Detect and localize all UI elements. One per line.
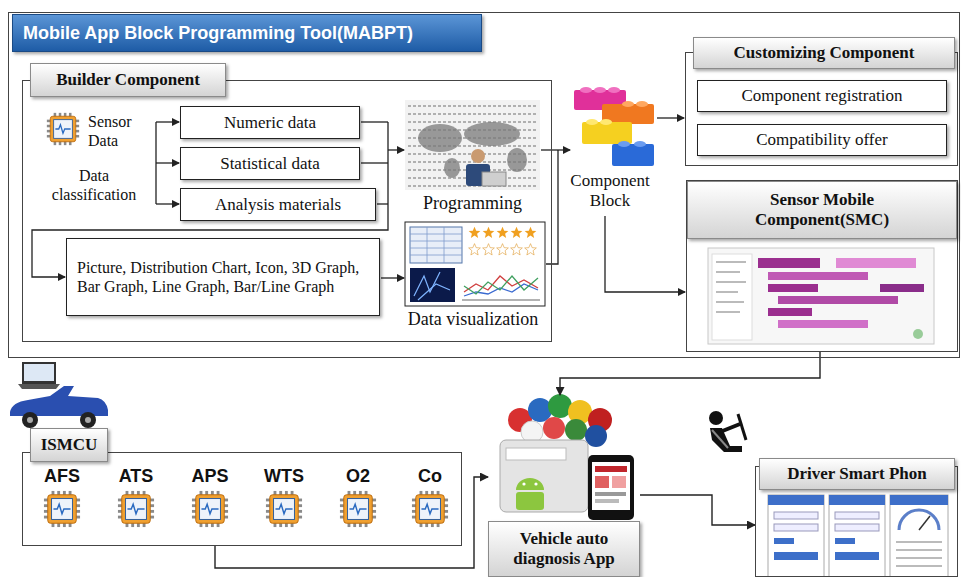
input-label: Sensor Data <box>88 112 150 150</box>
sensor-name: ATS <box>108 466 164 487</box>
customizing-frame: Customizing ComponentComponent registrat… <box>685 52 958 166</box>
flow-arrow <box>215 477 488 568</box>
smc-frame: Sensor Mobile Component(SMC) <box>686 180 958 352</box>
process-box: Component registration <box>697 80 947 112</box>
section-tab: Driver Smart Phon <box>759 458 955 490</box>
component-block-bricks <box>574 87 654 166</box>
data-box: Statistical data <box>180 147 360 180</box>
block-editor-screenshot <box>708 248 934 344</box>
programming-picture <box>405 100 540 190</box>
driver-icon <box>709 411 746 452</box>
box-text: Compatibility offer <box>756 130 887 150</box>
section-tab: Sensor Mobile Component(SMC) <box>687 181 957 239</box>
app-label-box: Vehicle auto diagnosis App <box>488 521 640 577</box>
picture-caption: Component Block <box>560 171 660 211</box>
box-text: Component registration <box>741 86 902 106</box>
chart-type-box: Picture, Distribution Chart, Icon, 3D Gr… <box>66 238 380 316</box>
box-text: Analysis materials <box>215 195 341 215</box>
data-box: Numeric data <box>180 106 360 139</box>
car-picture <box>10 362 108 428</box>
box-text: Statistical data <box>220 154 320 174</box>
phone-screens <box>768 495 948 577</box>
sensor-name: O2 <box>330 466 386 487</box>
ismcu-frame: ISMCU <box>22 452 462 546</box>
chip-icon <box>47 113 79 145</box>
app-node: Vehicle auto diagnosis App <box>488 395 640 577</box>
sensor-name: APS <box>182 466 238 487</box>
flow-arrow <box>640 495 755 525</box>
sensor-name: WTS <box>256 466 312 487</box>
android-app-picture <box>500 394 634 520</box>
tool-title: Mobile App Block Programming Tool(MABPT) <box>12 14 482 52</box>
section-tab: Customizing Component <box>693 37 955 69</box>
flow-arrow <box>560 352 820 395</box>
phone-frame: Driver Smart Phon <box>755 466 958 577</box>
sensor-name: Co <box>402 466 458 487</box>
picture-caption: Programming <box>400 193 545 214</box>
box-text: Picture, Distribution Chart, Icon, 3D Gr… <box>77 258 369 296</box>
section-tab: ISMCU <box>30 428 108 462</box>
input-label: Data classification <box>40 166 148 204</box>
data-box: Analysis materials <box>180 188 376 221</box>
box-text: Numeric data <box>224 113 316 133</box>
section-tab: Builder Component <box>30 63 226 97</box>
picture-caption: Data visualization <box>398 309 548 330</box>
sensor-name: AFS <box>34 466 90 487</box>
process-box: Compatibility offer <box>697 124 947 156</box>
visualization-picture <box>405 222 545 306</box>
sensor-chips <box>44 491 448 527</box>
tool-frame: Mobile App Block Programming Tool(MABPT)… <box>8 12 960 358</box>
